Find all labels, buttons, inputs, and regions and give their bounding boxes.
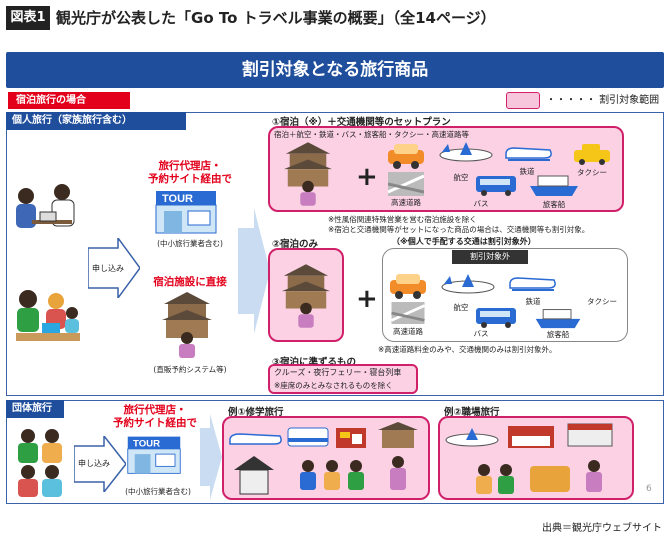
taxi-label: タクシー [577, 168, 607, 177]
big-arrow [200, 414, 222, 500]
group-tag: 団体旅行 [6, 400, 64, 418]
plus-icon: + [356, 284, 378, 314]
agency-label: 旅行代理店・ 予約サイト経由で [148, 160, 232, 185]
stay-tag: 宿泊旅行の場合 [8, 92, 130, 109]
highway-label: 高速道路 [391, 198, 421, 207]
highway-icon [388, 172, 424, 196]
plan1-note-1: ※性風俗関連特殊営業を営む宿泊施設を除く [328, 215, 477, 224]
work-trip-icons [445, 423, 613, 494]
plan2-title: ②宿泊のみ [272, 239, 319, 250]
tour-shop-icon: TOUR [127, 436, 181, 474]
group-agency-label: 旅行代理店・ 予約サイト経由で [113, 404, 197, 429]
inn-icon [281, 264, 331, 328]
train-icon [509, 277, 556, 291]
out-of-scope-label: 割引対象外 [452, 250, 528, 264]
ship-label: 旅客船 [542, 200, 566, 209]
direct-note: (直販予約システム等) [153, 365, 227, 374]
plan3-title: ③宿泊に準ずるもの [272, 357, 357, 368]
big-arrow [238, 208, 270, 334]
ship-label: 旅客船 [546, 330, 570, 339]
bus-icon [476, 308, 516, 328]
agency-note: (中小旅行業者含む) [157, 239, 223, 248]
airplane-icon [441, 274, 495, 294]
banner-title: 割引対象となる旅行商品 [6, 52, 664, 88]
train-label: 鉄道 [525, 297, 541, 306]
plus-icon: + [356, 162, 378, 192]
example2-title: 例②職場旅行 [444, 407, 500, 418]
car-icon [390, 274, 426, 299]
plan3-line1: クルーズ・夜行フェリー・寝台列車 [274, 368, 402, 377]
bus-label: バス [473, 199, 489, 208]
airplane-icon [439, 142, 493, 162]
family-icon [16, 290, 80, 341]
flow-arrow [88, 238, 140, 298]
car-icon [388, 144, 424, 169]
ship-icon [535, 309, 581, 329]
bus-label: バス [473, 329, 489, 338]
individual-tag: 個人旅行（家族旅行含む） [6, 112, 186, 130]
plan3-line2: ※座席のみとみなされるものを除く [274, 381, 393, 390]
inn-icon [283, 142, 333, 206]
page-title: 観光庁が公表した「Go To トラベル事業の概要」（全14ページ） [56, 9, 496, 27]
inn-icon [162, 292, 212, 358]
plan1-subtitle: 宿泊＋航空・鉄道・バス・旅客船・タクシー・高速道路等 [274, 130, 469, 139]
highway-label: 高速道路 [393, 327, 423, 336]
plan1-title: ①宿泊（※）＋交通機関等のセットプラン [272, 117, 451, 128]
plan2-subtitle: （※個人で手配する交通は割引対象外） [392, 237, 536, 246]
group-agency-note: (中小旅行業者含む) [125, 487, 191, 496]
school-trip-icons [229, 422, 418, 495]
airplane-label: 航空 [453, 173, 469, 182]
train-icon [505, 147, 552, 161]
example1-title: 例①修学旅行 [228, 407, 284, 418]
figure-badge: 図表1 [6, 6, 50, 30]
flow-arrow [74, 436, 126, 492]
business-people-icon [16, 184, 75, 228]
train-label: 鉄道 [519, 167, 535, 176]
svg-text:TOUR: TOUR [133, 438, 160, 449]
source-credit: 出典＝観光庁ウェブサイト [542, 523, 662, 534]
taxi-icon [574, 144, 610, 165]
page-number: 6 [646, 484, 652, 494]
svg-text:TOUR: TOUR [162, 193, 193, 205]
legend-label: ・・・・・ 割引対象範囲 [546, 95, 660, 106]
tour-shop-icon: TOUR [155, 191, 217, 234]
plan3-box [268, 364, 418, 394]
airplane-label: 航空 [453, 303, 469, 312]
apply-label: 申し込み [78, 459, 110, 468]
bus-icon [476, 176, 516, 196]
direct-label: 宿泊施設に直接 [153, 276, 227, 288]
plan2-note: ※高速道路料金のみや、交通機関のみは割引対象外。 [378, 345, 557, 354]
legend-swatch [506, 92, 540, 109]
highway-icon [390, 302, 426, 324]
ship-icon [530, 175, 578, 196]
taxi-label: タクシー [587, 297, 617, 306]
group-people-icon [18, 429, 62, 497]
apply-label: 申し込み [92, 264, 124, 273]
plan1-note-2: ※宿泊と交通機関等がセットになった商品の場合は、交通機関等も割引対象。 [328, 225, 590, 234]
